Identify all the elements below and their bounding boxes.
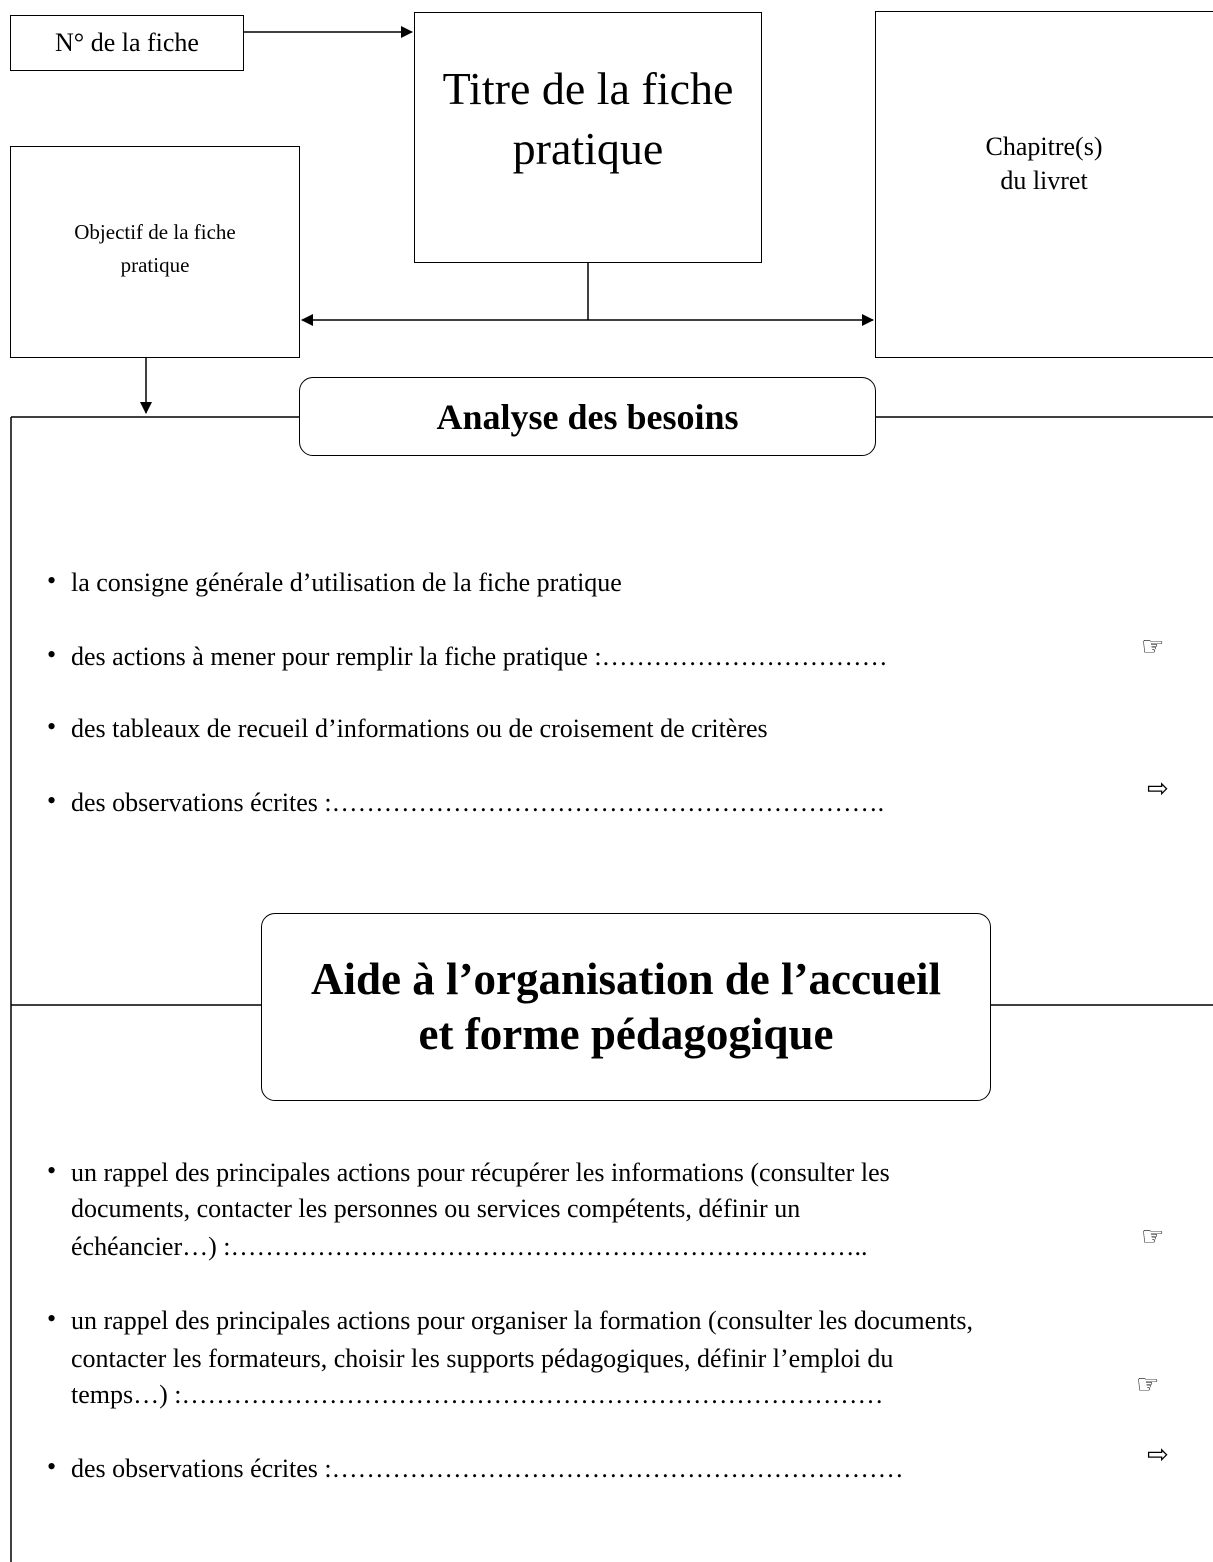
bullet: • [47, 712, 57, 741]
title-line-2: pratique [512, 122, 664, 174]
section2-heading-line-1: Aide à l’organisation de l’accueil [311, 954, 941, 1005]
chapter-line-2: du livret [1000, 165, 1088, 195]
section1-item-text: des observations écrites :……………………………………… [71, 788, 885, 817]
fiche-number-label: N° de la fiche [55, 28, 199, 57]
bullet: • [47, 640, 57, 669]
pointing-hand-icon: ☞ [1136, 1370, 1160, 1400]
right-arrow-icon: ⇨ [1147, 1440, 1169, 1470]
objective-line-2: pratique [120, 252, 190, 277]
section2-item-line-1: un rappel des principales actions pour r… [71, 1158, 890, 1187]
section1-item-text: la consigne générale d’utilisation de la… [71, 568, 622, 597]
title-line-1: Titre de la fiche [442, 63, 734, 114]
pointing-hand-icon: ☞ [1141, 1222, 1165, 1252]
section2-item-line-3: temps…) :……………………………………………………………………… [71, 1380, 884, 1409]
pointing-hand-icon: ☞ [1141, 632, 1165, 662]
bullet: • [47, 566, 57, 595]
section1-heading: Analyse des besoins [299, 377, 876, 456]
chapter-line-1: Chapitre(s) [985, 132, 1103, 161]
section2-heading: Aide à l’organisation de l’accueil et fo… [261, 913, 991, 1101]
objective-box: Objectif de la fiche pratique [10, 146, 300, 358]
title-box: Titre de la fiche pratique [414, 12, 762, 263]
bullet: • [47, 1452, 57, 1481]
section2-item-line-2: contacter les formateurs, choisir les su… [71, 1344, 894, 1373]
bullet: • [47, 1304, 57, 1333]
section2-item-line-1: un rappel des principales actions pour o… [71, 1306, 974, 1335]
objective-line-1: Objectif de la fiche [74, 220, 236, 244]
section1-item-text: des actions à mener pour remplir la fich… [71, 642, 888, 671]
fiche-number-box: N° de la fiche [10, 15, 244, 71]
section2-item-line-2: documents, contacter les personnes ou se… [71, 1194, 801, 1223]
section1-heading-text: Analyse des besoins [436, 396, 739, 437]
section1-item-text: des tableaux de recueil d’informations o… [71, 714, 768, 743]
section2-heading-line-2: et forme pédagogique [418, 1009, 834, 1059]
section2-item-text: des observations écrites :……………………………………… [71, 1454, 904, 1483]
bullet: • [47, 1156, 57, 1185]
bullet: • [47, 786, 57, 815]
right-arrow-icon: ⇨ [1147, 774, 1169, 804]
section2-item-line-3: échéancier…) :……………………………………………………………….. [71, 1232, 868, 1261]
chapter-box: Chapitre(s) du livret [875, 11, 1213, 358]
